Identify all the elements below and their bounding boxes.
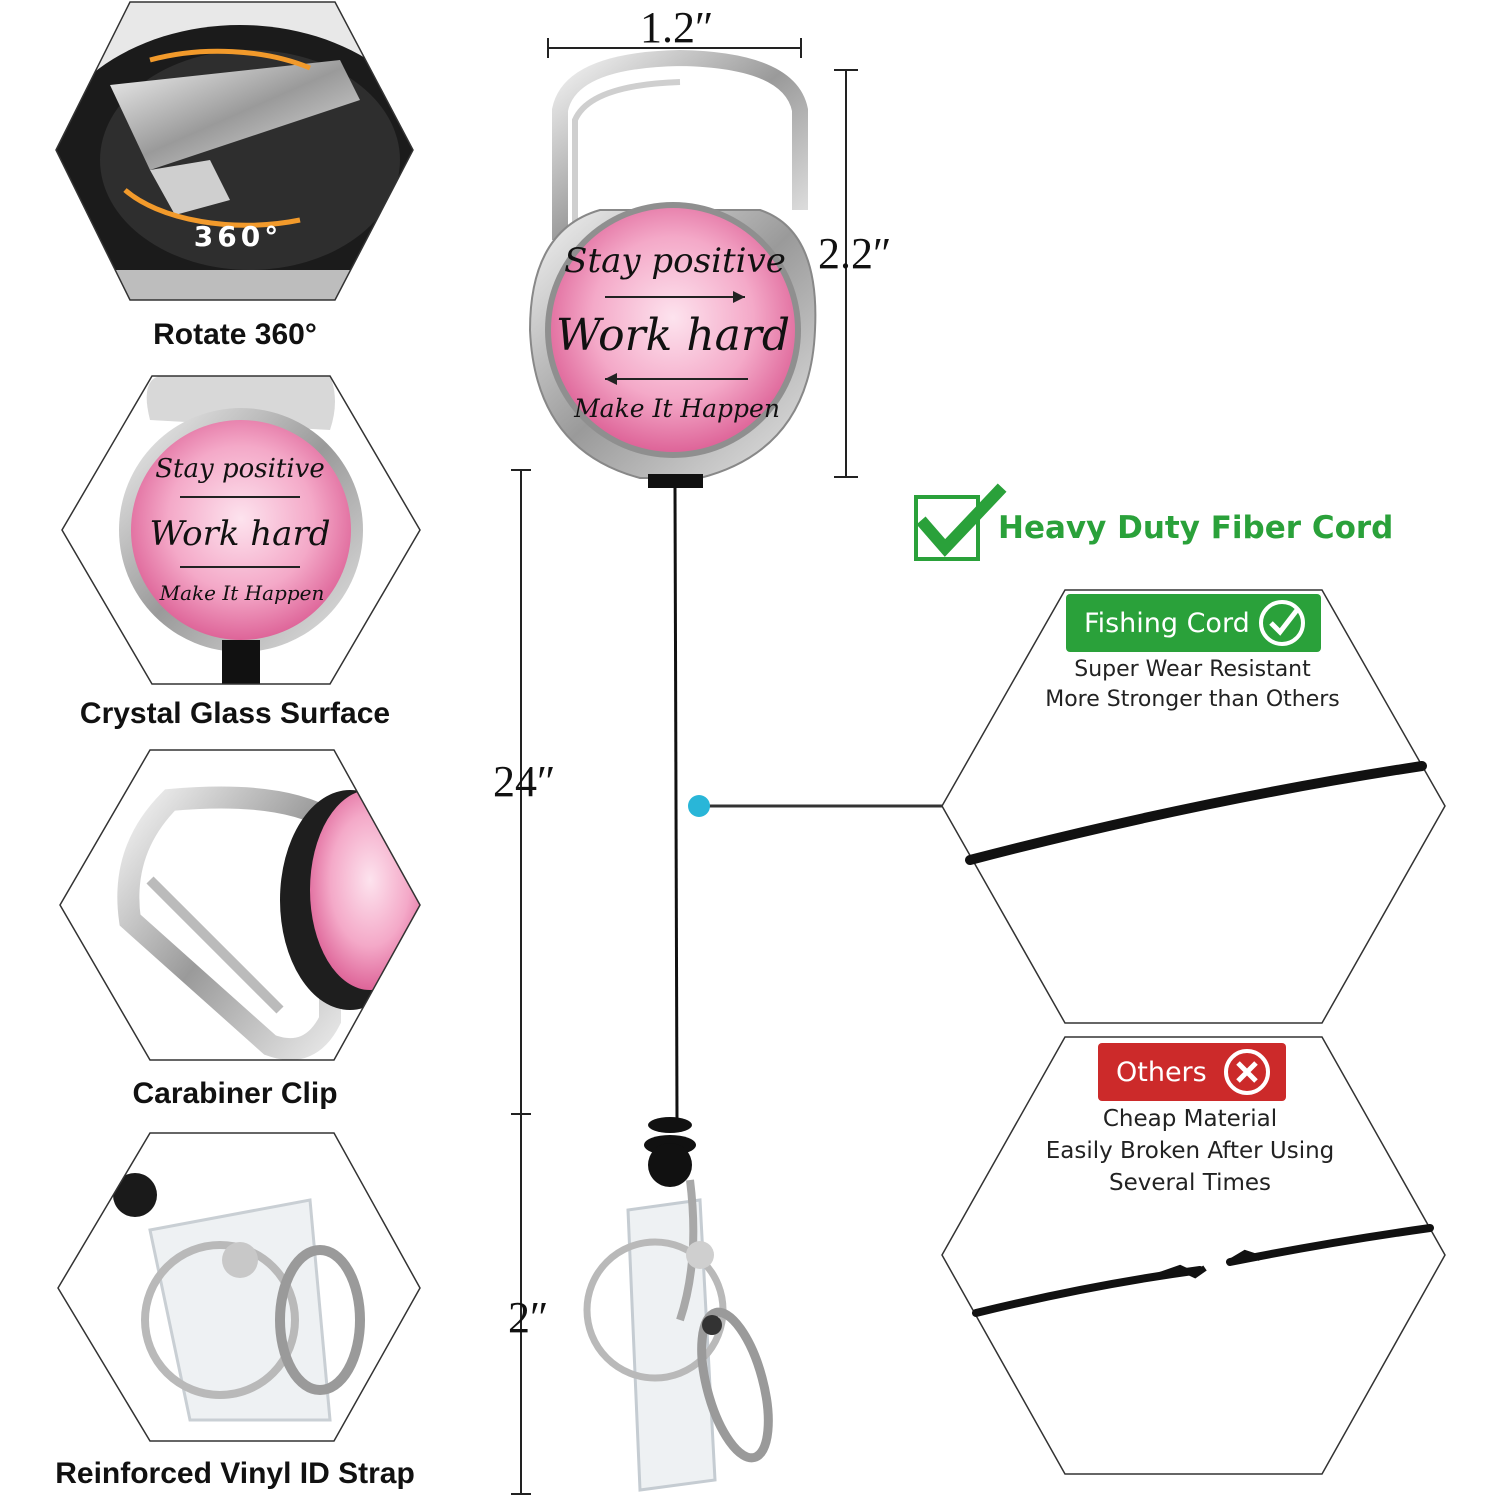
others-desc-line3: Several Times: [1108, 1170, 1272, 1196]
glass-art-line2: Work hard: [150, 514, 331, 554]
vinyl-strap-photo: [57, 1132, 421, 1442]
product-art-line1: Stay positive: [564, 241, 786, 281]
others-desc: Cheap Material Easily Broken After Using…: [1020, 1103, 1360, 1199]
fishing-cord-badge-label: Fishing Cord: [1084, 607, 1250, 639]
dim-width-label: 1.2″: [640, 3, 714, 52]
others-badge: Others: [1098, 1043, 1286, 1101]
check-circle-icon: [1259, 600, 1305, 646]
glass-art-line3: Make It Happen: [159, 581, 325, 605]
checkbox-check-icon: [914, 483, 1007, 561]
fishing-cord-badge: Fishing Cord: [1066, 594, 1321, 652]
dim-strap-length-label: 2″: [508, 1293, 549, 1342]
others-desc-line1: Cheap Material: [1102, 1106, 1278, 1132]
rotate-overlay-text: 360°: [194, 220, 282, 253]
feature-label-glass: Crystal Glass Surface: [79, 697, 391, 730]
others-badge-label: Others: [1116, 1056, 1207, 1088]
dim-cord-length-label: 24″: [493, 757, 556, 806]
x-circle-icon: [1224, 1049, 1270, 1095]
product-photo: Stay positive Work hard Make It Happen: [528, 49, 817, 1492]
fishing-cord-panel: [941, 589, 1446, 1024]
headline-heavy-duty: Heavy Duty Fiber Cord: [998, 510, 1394, 546]
dimension-lines: [511, 38, 858, 1495]
cord-callout: [688, 795, 942, 817]
glass-badge-photo: Stay positive Work hard Make It Happen: [61, 375, 421, 685]
rotate-360-photo: 360°: [55, 1, 414, 301]
feature-label-rotate: Rotate 360°: [153, 318, 317, 351]
feature-label-carabiner: Carabiner Clip: [132, 1077, 338, 1110]
fishing-cord-desc-line2: More Stronger than Others: [1045, 687, 1340, 712]
fishing-cord-desc-line1: Super Wear Resistant: [1074, 657, 1311, 682]
others-panel: [941, 1036, 1446, 1475]
product-art-line2: Work hard: [556, 310, 790, 361]
others-desc-line2: Easily Broken After Using: [1045, 1138, 1335, 1164]
dim-reel-height-label: 2.2″: [818, 229, 892, 278]
feature-label-strap: Reinforced Vinyl ID Strap: [55, 1457, 415, 1490]
product-art-line3: Make It Happen: [573, 394, 780, 423]
glass-art-line1: Stay positive: [155, 454, 325, 484]
fishing-cord-desc: Super Wear Resistant More Stronger than …: [1020, 655, 1365, 715]
carabiner-photo: [59, 749, 421, 1061]
